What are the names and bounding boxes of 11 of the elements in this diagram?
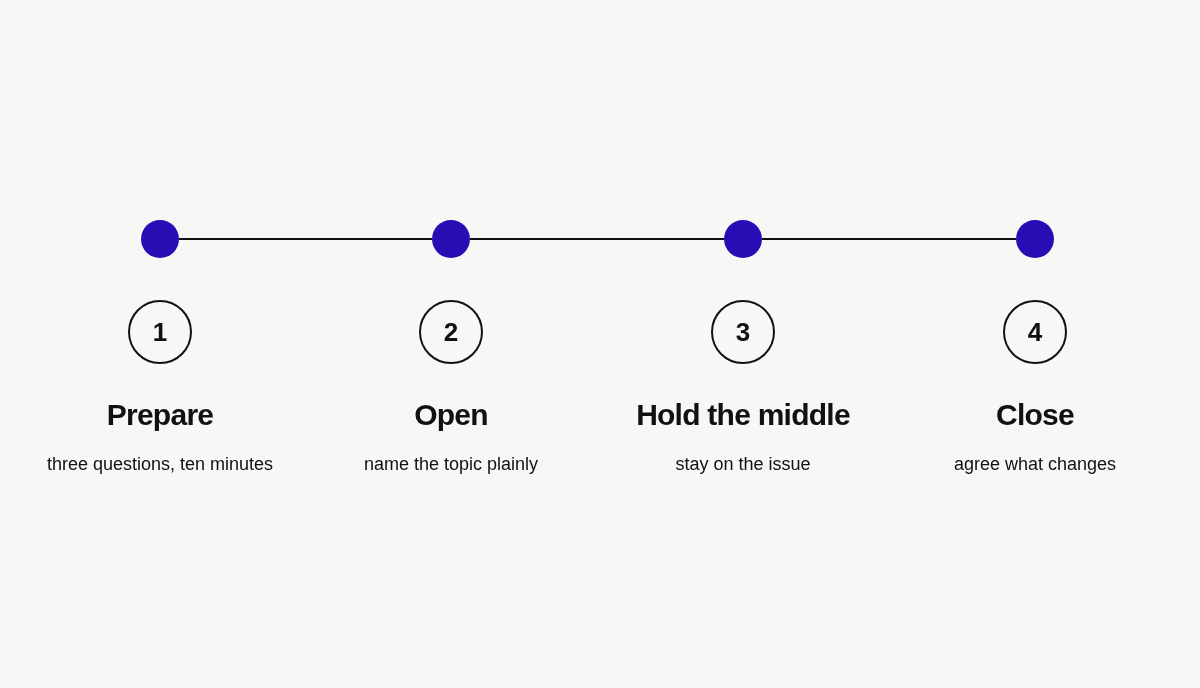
step-description: agree what changes <box>953 453 1117 476</box>
step-description: three questions, ten minutes <box>46 453 274 476</box>
step-description: stay on the issue <box>675 453 811 476</box>
step-title: Hold the middle <box>636 397 850 433</box>
connector-line <box>761 238 1017 240</box>
step-title: Close <box>996 397 1074 433</box>
step-title: Open <box>414 397 488 433</box>
step-description: name the topic plainly <box>363 453 539 476</box>
connector-line <box>469 238 725 240</box>
step-title: Prepare <box>106 397 214 433</box>
connector-line <box>178 238 433 240</box>
